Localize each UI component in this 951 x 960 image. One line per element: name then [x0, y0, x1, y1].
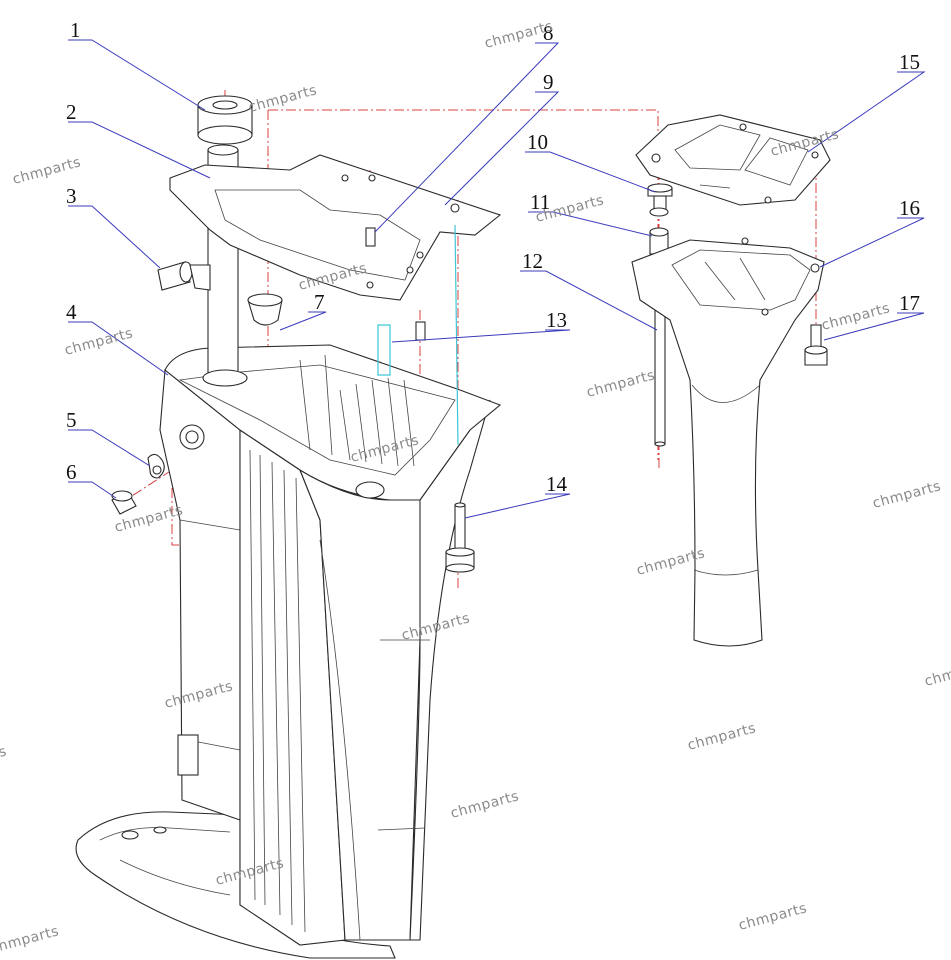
watermark: s — [0, 743, 9, 760]
callout-9: 9 — [543, 70, 554, 94]
watermark: chmparts — [820, 300, 892, 334]
callout-17: 17 — [899, 291, 920, 315]
watermark: chmparts — [585, 367, 657, 401]
callout-16: 16 — [899, 196, 920, 220]
callout-5: 5 — [66, 408, 77, 432]
leader-lines — [68, 39, 926, 519]
watermark: chmparts — [686, 720, 758, 754]
callout-12: 12 — [522, 249, 543, 273]
plug-part-6 — [111, 490, 137, 515]
callout-8: 8 — [543, 21, 554, 45]
watermark: chmparts — [247, 82, 319, 116]
callout-3: 3 — [66, 184, 77, 208]
bolt-part-14 — [445, 502, 475, 573]
washer-part-11 — [649, 207, 669, 255]
watermark: chm — [923, 666, 951, 690]
clip-part-5 — [147, 453, 165, 479]
callout-11: 11 — [530, 190, 550, 214]
callout-10: 10 — [527, 130, 548, 154]
screw-part-10 — [647, 183, 673, 211]
watermark: chmparts — [737, 900, 809, 934]
gasket-plate-part-9 — [169, 154, 502, 301]
pin-part-3 — [157, 261, 211, 291]
exhaust-gasket-part-15 — [635, 114, 831, 206]
callout-labels: 1 2 3 4 5 6 7 8 9 10 11 12 13 14 15 16 1… — [66, 18, 920, 496]
callout-13: 13 — [546, 308, 567, 332]
exhaust-pipe-part-16 — [631, 237, 825, 647]
callout-2: 2 — [66, 100, 77, 124]
callout-15: 15 — [899, 50, 920, 74]
watermark: chmparts — [11, 154, 83, 188]
bolt-part-17 — [804, 324, 828, 366]
callout-7: 7 — [314, 290, 325, 314]
watermark: chmparts — [483, 18, 555, 52]
watermark: chmparts — [0, 923, 61, 957]
highlight-part-13 — [377, 224, 459, 446]
callout-4: 4 — [66, 300, 77, 324]
callout-14: 14 — [546, 472, 568, 496]
callout-1: 1 — [70, 18, 81, 42]
grommet-part-7 — [247, 293, 283, 326]
watermark: chmparts — [871, 478, 943, 512]
watermark: chmparts — [449, 788, 521, 822]
oil-seal-part-1 — [197, 95, 253, 145]
watermark: chmparts — [63, 325, 135, 359]
main-housing — [75, 344, 502, 959]
callout-6: 6 — [66, 460, 77, 484]
